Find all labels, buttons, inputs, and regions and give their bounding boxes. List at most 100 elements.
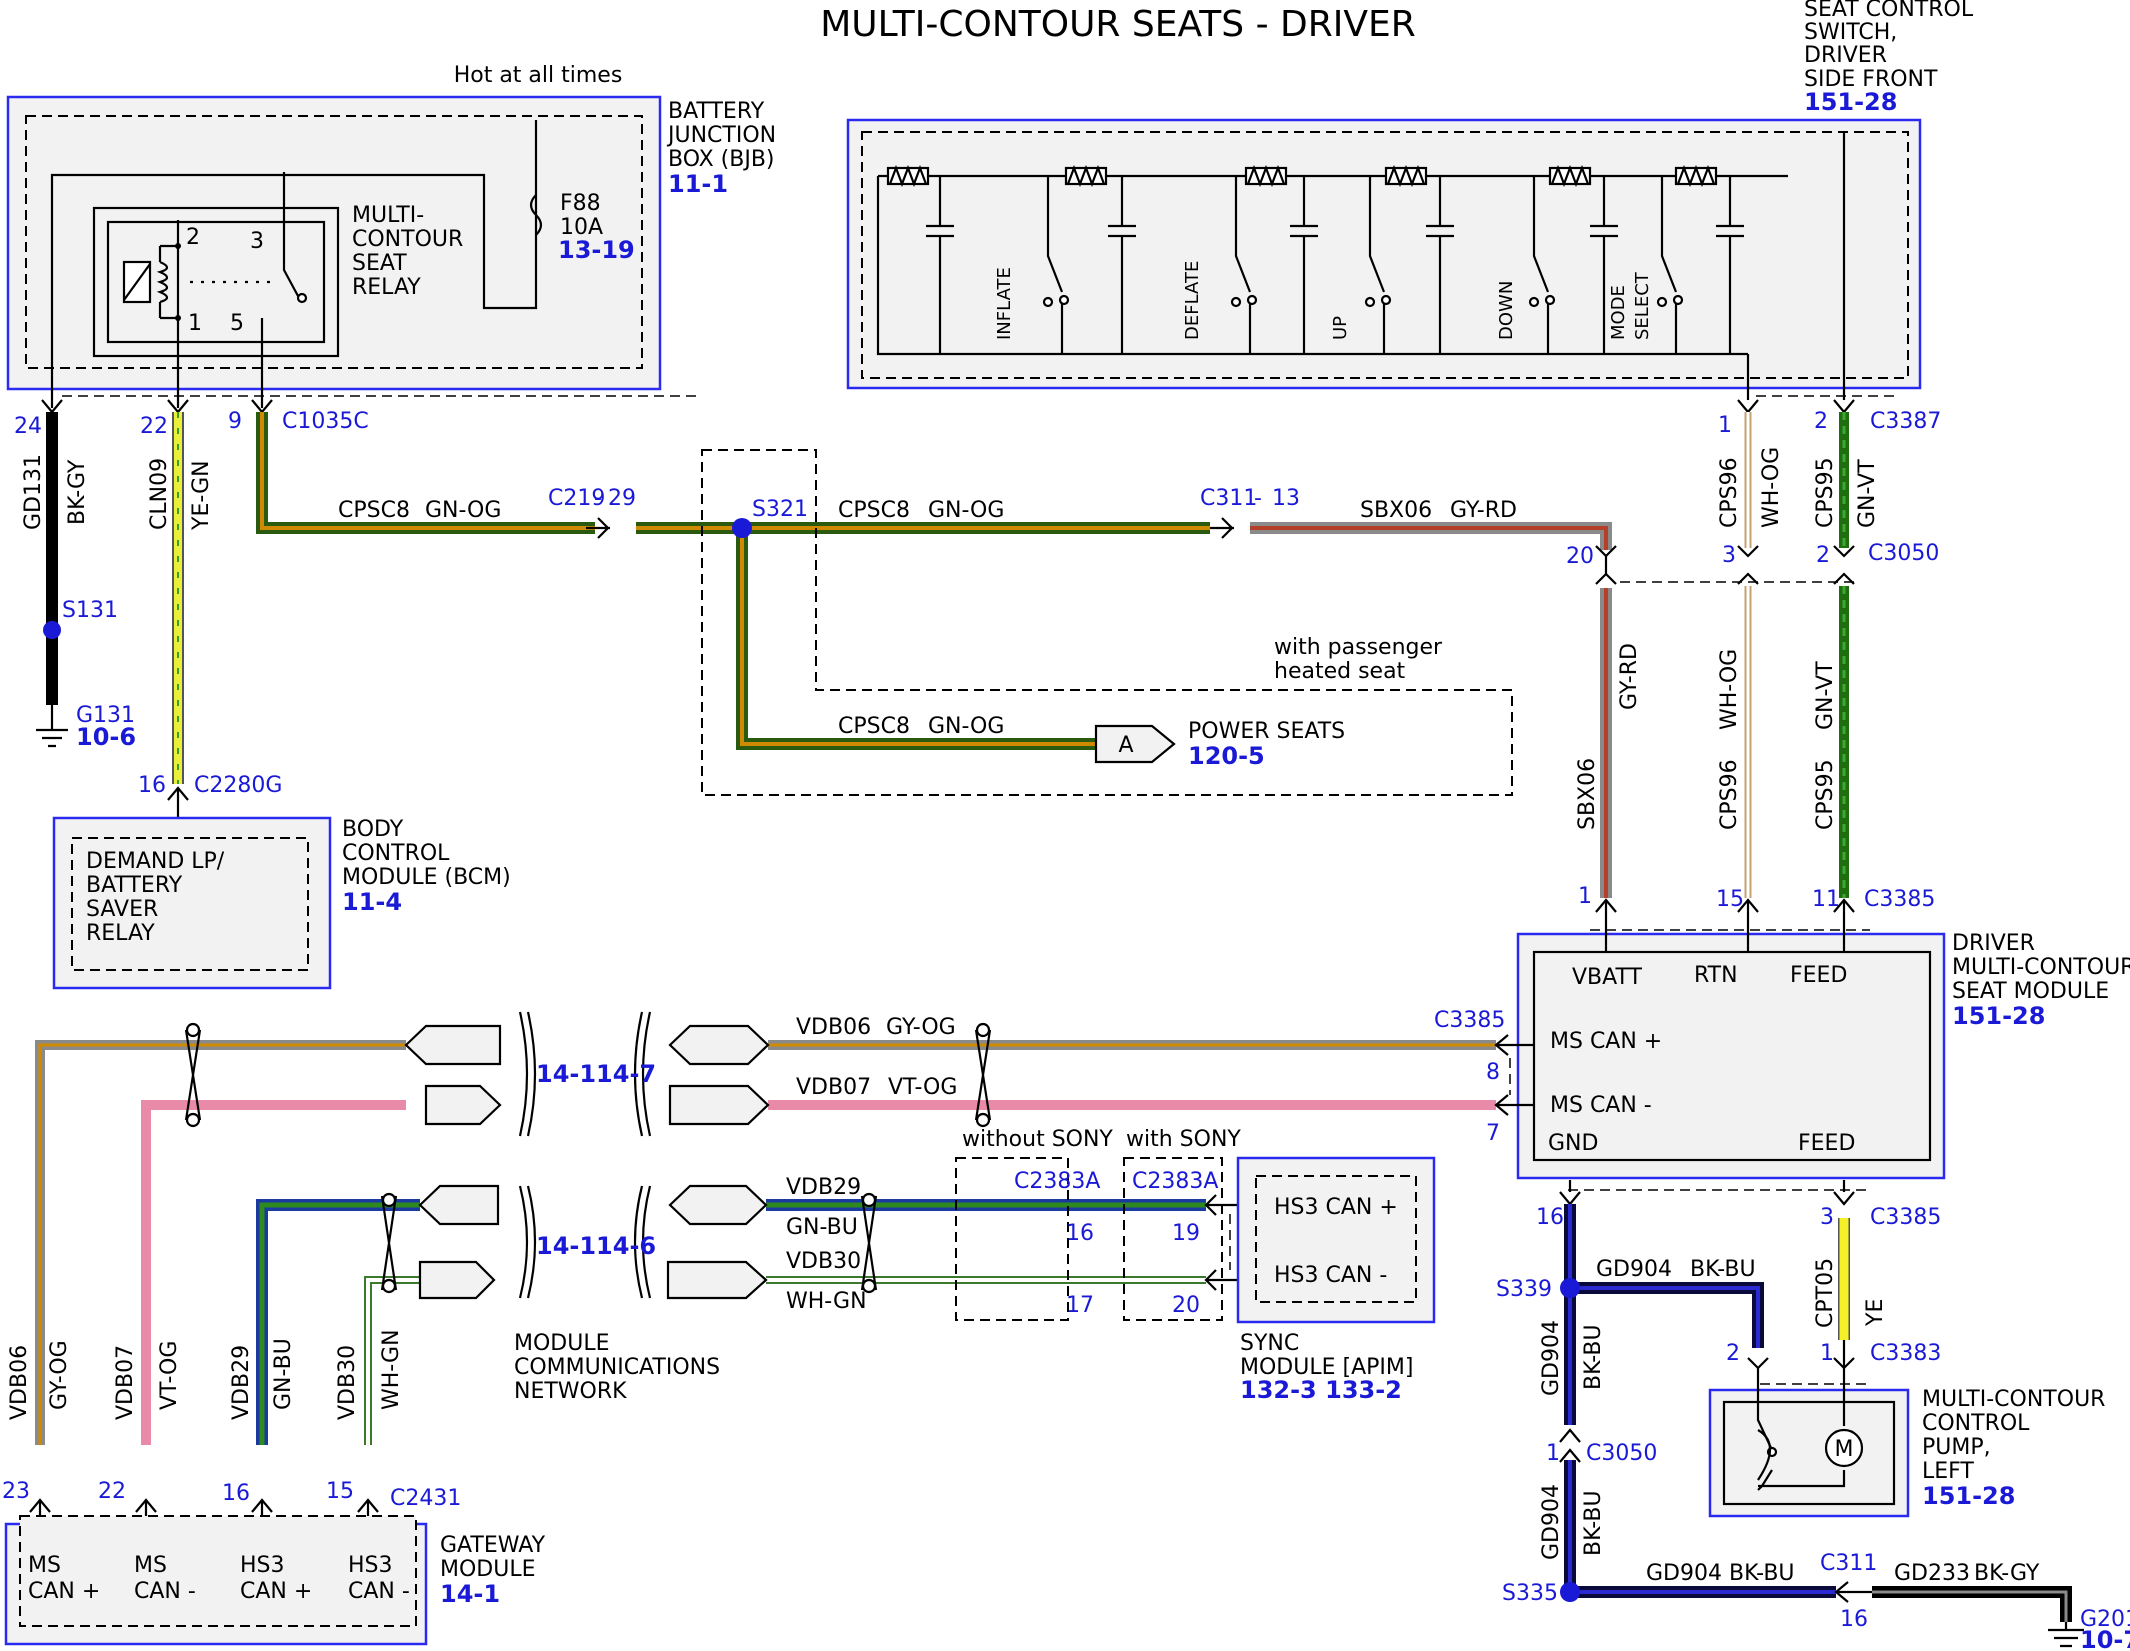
conn-c311: C311 (1200, 486, 1257, 511)
seat-module-ref: 151-28 (1952, 1002, 2045, 1030)
splice-s335 (1560, 1582, 1580, 1602)
can-vdb29: VDB29 (786, 1175, 861, 1200)
mcn-label-2: COMMUNICATIONS (514, 1355, 720, 1380)
bcm-item-3: SAVER (86, 897, 158, 922)
wire-sbx06-label-v: SBX06 (1575, 758, 1600, 830)
seat-module-rtn: RTN (1694, 963, 1738, 988)
wire-vdb29 (256, 1199, 1206, 1445)
pump-label-3: PUMP, (1922, 1435, 1991, 1460)
gw-c2431: C2431 (390, 1486, 461, 1511)
pin-24: 24 (14, 414, 42, 439)
pin-11-feed: 11 (1812, 887, 1840, 912)
pin-2-cps95b: 2 (1816, 543, 1830, 568)
wire-gd131-label: GD131 (21, 454, 46, 530)
conn-c2383a-2: C2383A (1132, 1169, 1218, 1194)
can-vtog: VT-OG (888, 1075, 957, 1100)
sony-pin-16: 16 (1066, 1221, 1094, 1246)
gw-vdb30: VDB30 (335, 1345, 360, 1420)
sync-hs3-minus: HS3 CAN - (1274, 1263, 1387, 1288)
wire-cps95-label: CPS95 (1813, 457, 1838, 528)
can-vdb30: VDB30 (786, 1249, 861, 1274)
gw-ms-can-minus-2: CAN - (134, 1579, 196, 1604)
switch-label-2: SWITCH, (1804, 20, 1897, 45)
pump-c3385: C3385 (1870, 1205, 1941, 1230)
bcm-item-4: RELAY (86, 921, 155, 946)
gnd-pin-16b: 16 (1840, 1607, 1868, 1632)
gw-vdb06: VDB06 (7, 1345, 32, 1420)
fuse-rating: 10A (560, 215, 603, 240)
can-whgn: WH-GN (786, 1289, 867, 1314)
splice-s321 (732, 518, 752, 538)
switch-label-4: SIDE FRONT (1804, 67, 1938, 92)
fuse-ref: 13-19 (558, 236, 635, 264)
pin-15-rtn: 15 (1716, 887, 1744, 912)
mcn-label-1: MODULE (514, 1331, 610, 1356)
switch-down: DOWN (1496, 281, 1517, 340)
wire-vdb30 (364, 1276, 1206, 1445)
pump-label-2: CONTROL (1922, 1411, 2030, 1436)
power-seats-label: POWER SEATS (1188, 719, 1345, 744)
gw-hs3-can-minus-1: HS3 (348, 1553, 393, 1578)
pump-label-1: MULTI-CONTOUR (1922, 1387, 2105, 1412)
conn-c3385-top: C3385 (1864, 887, 1935, 912)
ground-icon-g201 (2048, 1622, 2084, 1648)
without-sony-label: without SONY (962, 1127, 1113, 1152)
seat-module-vbatt: VBATT (1572, 965, 1643, 990)
gw-hs3-can-plus-1: HS3 (240, 1553, 285, 1578)
seat-module-label-1: DRIVER (1952, 931, 2035, 956)
gw-hs3-can-plus-2: CAN + (240, 1579, 312, 1604)
g201-ref: 10-7 (2080, 1626, 2130, 1651)
switch-label-1: SEAT CONTROL (1804, 0, 1974, 22)
connector-a-label: A (1118, 733, 1133, 758)
pump-inner (1722, 1400, 1896, 1506)
seat-module-label-3: SEAT MODULE (1952, 979, 2109, 1004)
bcm-label-3: MODULE (BCM) (342, 865, 511, 890)
resistor-icons (886, 164, 1718, 188)
pump-c3383: C3383 (1870, 1341, 1941, 1366)
bcm-ref: 11-4 (342, 888, 402, 916)
gw-label-1: GATEWAY (440, 1533, 546, 1558)
passenger-label-2: heated seat (1274, 659, 1406, 684)
wire-bkgy-label: BK-GY (65, 459, 90, 525)
bkbu-label-v2: BK-BU (1581, 1490, 1606, 1556)
with-sony-region (1123, 1157, 1223, 1321)
without-sony-region (955, 1157, 1069, 1321)
wire-gnvt-label: GN-VT (1855, 459, 1880, 528)
pin-2-cps95: 2 (1814, 409, 1828, 434)
bcm-label-2: CONTROL (342, 841, 450, 866)
g131-label: G131 (76, 703, 135, 728)
mcn-label-3: NETWORK (514, 1379, 627, 1404)
can-ref-2: 14-114-6 (536, 1232, 656, 1260)
gd904-label-h2: GD904 BK-BU (1646, 1561, 1795, 1586)
splice-s339 (1560, 1278, 1580, 1298)
relay-pin-5: 5 (230, 311, 244, 336)
relay-coil-icon (122, 243, 308, 321)
sync-label-2: MODULE [APIM] (1240, 1355, 1413, 1380)
wire-cps96-label-v: CPS96 (1717, 759, 1742, 830)
wire-sbx06-label: SBX06 (1360, 498, 1432, 523)
conn-c1035c: C1035C (282, 409, 369, 434)
ground-icon-g131 (36, 705, 68, 748)
bjb-ref: 11-1 (668, 170, 728, 198)
page-title: MULTI-CONTOUR SEATS - DRIVER (820, 4, 1416, 45)
gw-pin-22: 22 (98, 1479, 126, 1504)
switch-select: SELECT (1632, 271, 1653, 340)
conn-c219: C219 (548, 486, 605, 511)
passenger-label-1: with passenger (1274, 635, 1443, 660)
wire-vdb07 (141, 1100, 1496, 1445)
c311-dash: - (1254, 486, 1262, 511)
wire-yegn-label: YE-GN (189, 460, 214, 531)
fuse-name: F88 (560, 191, 601, 216)
can-pin-8: 8 (1486, 1060, 1500, 1085)
splice-s131 (43, 621, 61, 639)
seat-module-mscan-plus: MS CAN + (1550, 1029, 1662, 1054)
wire-gnog-label-c: GN-OG (928, 714, 1004, 739)
pin-22: 22 (140, 414, 168, 439)
bkbu-label-h: BK-BU (1690, 1257, 1756, 1282)
sync-label-1: SYNC (1240, 1331, 1299, 1356)
bcm-item-1: DEMAND LP/ (86, 849, 225, 874)
gnd-c3050: C3050 (1586, 1441, 1657, 1466)
sync-hs3-plus: HS3 CAN + (1274, 1195, 1398, 1220)
